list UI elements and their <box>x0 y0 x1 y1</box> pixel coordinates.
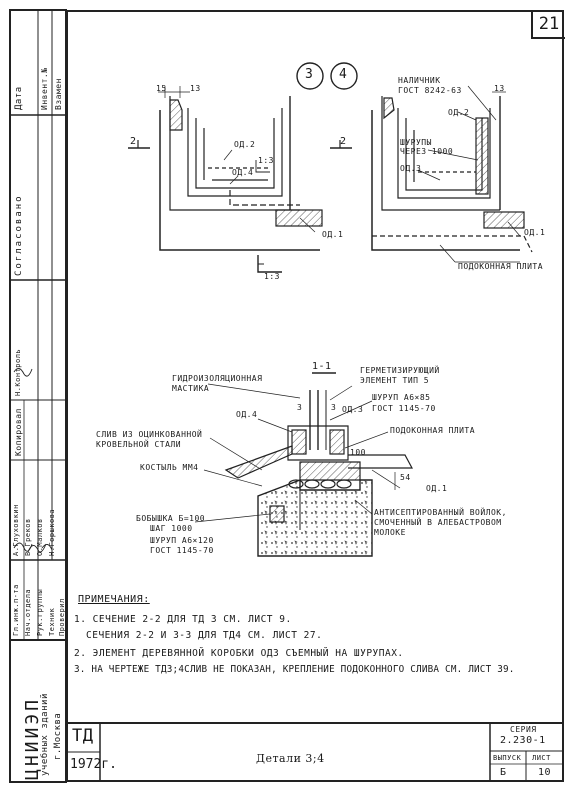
issue-value: Б <box>500 767 507 778</box>
label-od2-left: ОД.2 <box>234 140 256 149</box>
label-od1-sec: ОД.1 <box>426 484 448 493</box>
label-shurupy: ШУРУПЫ <box>400 138 432 147</box>
label-shurup-120: ШУРУП А6×120 <box>150 536 214 545</box>
dim-3a: 3 <box>297 403 303 412</box>
label-shurup-85: ШУРУП А6×85 <box>372 393 431 402</box>
issue-label: ВЫПУСК <box>493 754 522 762</box>
field-nach-otd: Нач.отдела <box>24 588 32 636</box>
label-hydro: ГИДРОИЗОЛЯЦИОННАЯ <box>172 374 263 383</box>
callout-3: 3 <box>305 67 314 82</box>
col-inv: Инвент.№ <box>40 67 49 110</box>
callout-4: 4 <box>339 67 348 82</box>
sheet-number: 21 <box>531 11 565 39</box>
col-copy: Копировал <box>14 408 23 456</box>
dim-54: 54 <box>400 473 411 482</box>
col-replace: Взамен <box>54 78 63 110</box>
callout-4-circle <box>330 62 358 90</box>
label-cherez: ЧЕРЕЗ 1000 <box>400 147 454 156</box>
name-4: Н.Горшкова <box>48 508 56 556</box>
dim-15-left: 15 <box>156 84 167 93</box>
col-note: Н.Контроль <box>14 348 22 396</box>
label-od4-sec: ОД.4 <box>236 410 258 419</box>
label-antisept-1: АНТИСЕПТИРОВАННЫЙ ВОЙЛОК, <box>374 508 507 517</box>
side-stamp-lines <box>9 9 67 783</box>
name-1: А.Глуховкин <box>12 504 20 556</box>
label-sliv-2: КРОВЕЛЬНОЙ СТАЛИ <box>96 440 182 449</box>
label-antisept-2: СМОЧЕННЫЙ В АЛЕБАСТРОВОМ <box>374 518 502 527</box>
dim-3b: 3 <box>331 403 337 412</box>
name-3: О.Малков <box>36 518 44 556</box>
label-gost-1: ГОСТ 1145-70 <box>372 404 436 413</box>
label-antisept-3: МОЛОКЕ <box>374 528 406 537</box>
note-2: 2. ЭЛЕМЕНТ ДЕРЕВЯННОЙ КОРОБКИ ОД3 СЪЕМНЫ… <box>74 648 404 659</box>
label-sliv-1: СЛИВ ИЗ ОЦИНКОВАННОЙ <box>96 430 203 439</box>
label-germ-type: ЭЛЕМЕНТ ТИП 5 <box>360 376 430 385</box>
label-mastika: МАСТИКА <box>172 384 210 393</box>
detail-3-lines <box>128 86 323 273</box>
notes-header: ПРИМЕЧАНИЯ: <box>78 594 150 605</box>
dim-13-right: 13 <box>494 84 505 93</box>
label-od2-right: ОД.2 <box>448 108 470 117</box>
cut-2-right: 2 <box>340 136 347 147</box>
doc-code: ТД <box>72 726 94 746</box>
label-bobyshka: БОБЫШКА Б=100 <box>136 514 206 523</box>
note-1a: 1. СЕЧЕНИЕ 2-2 ДЛЯ ТД 3 СМ. ЛИСТ 9. <box>74 614 292 625</box>
callout-3-circle <box>296 62 324 90</box>
sheet-value: 10 <box>538 767 552 778</box>
dim-13-left: 13 <box>190 84 201 93</box>
label-od3-sec: ОД.3 <box>342 405 364 414</box>
label-nalichnik: НАЛИЧНИК <box>398 76 441 85</box>
title-block-lines <box>66 722 564 782</box>
label-od1-left: ОД.1 <box>322 230 344 239</box>
note-1b: СЕЧЕНИЯ 2-2 И 3-3 ДЛЯ ТД4 СМ. ЛИСТ 27. <box>86 630 323 641</box>
cut-2-left: 2 <box>130 136 137 147</box>
field-tehnik: Техник <box>48 607 56 636</box>
label-gost-nalichnik: ГОСТ 8242-63 <box>398 86 462 95</box>
label-kostyl: КОСТЫЛЬ ММ4 <box>140 463 199 472</box>
field-proveril: Проверил <box>58 598 66 636</box>
col-agreed: Согласовано <box>14 194 24 276</box>
col-date: Дата <box>14 86 24 110</box>
label-plita-right: ПОДОКОННАЯ ПЛИТА <box>458 262 544 271</box>
label-plita-sec: ПОДОКОННАЯ ПЛИТА <box>390 426 476 435</box>
series-value: 2.230-1 <box>500 735 546 746</box>
label-shag: ШАГ 1000 <box>150 524 193 533</box>
label-germ: ГЕРМЕТИЗИРУЮЩИЙ <box>360 366 440 375</box>
org-city: г.Москва <box>53 712 63 760</box>
sheet-label: ЛИСТ <box>532 754 551 762</box>
name-2: В.Греков <box>24 518 32 556</box>
doc-title: Детали 3;4 <box>256 752 325 765</box>
label-od3-right: ОД.3 <box>400 164 422 173</box>
section-1-1-lines <box>194 372 414 557</box>
dim-100: 100 <box>350 448 366 457</box>
label-od4-left: ОД.4 <box>232 168 254 177</box>
slope-bottom: 1:3 <box>264 272 280 281</box>
slope-left: 1:3 <box>258 156 274 165</box>
field-gl-inzh: Гл.инж.п-та <box>12 584 20 636</box>
detail-4-lines <box>330 85 533 263</box>
label-od1-right: ОД.1 <box>524 228 546 237</box>
note-3: 3. НА ЧЕРТЕЖЕ ТД3;4СЛИВ НЕ ПОКАЗАН, КРЕП… <box>74 664 515 675</box>
doc-year: 1972г. <box>70 757 117 772</box>
org-sub: учебных зданий <box>40 693 50 776</box>
field-ruk-gr: Рук.группы <box>36 588 44 636</box>
section-title: 1-1 <box>312 361 332 372</box>
series-label: СЕРИЯ <box>510 725 537 734</box>
label-gost-2: ГОСТ 1145-70 <box>150 546 214 555</box>
